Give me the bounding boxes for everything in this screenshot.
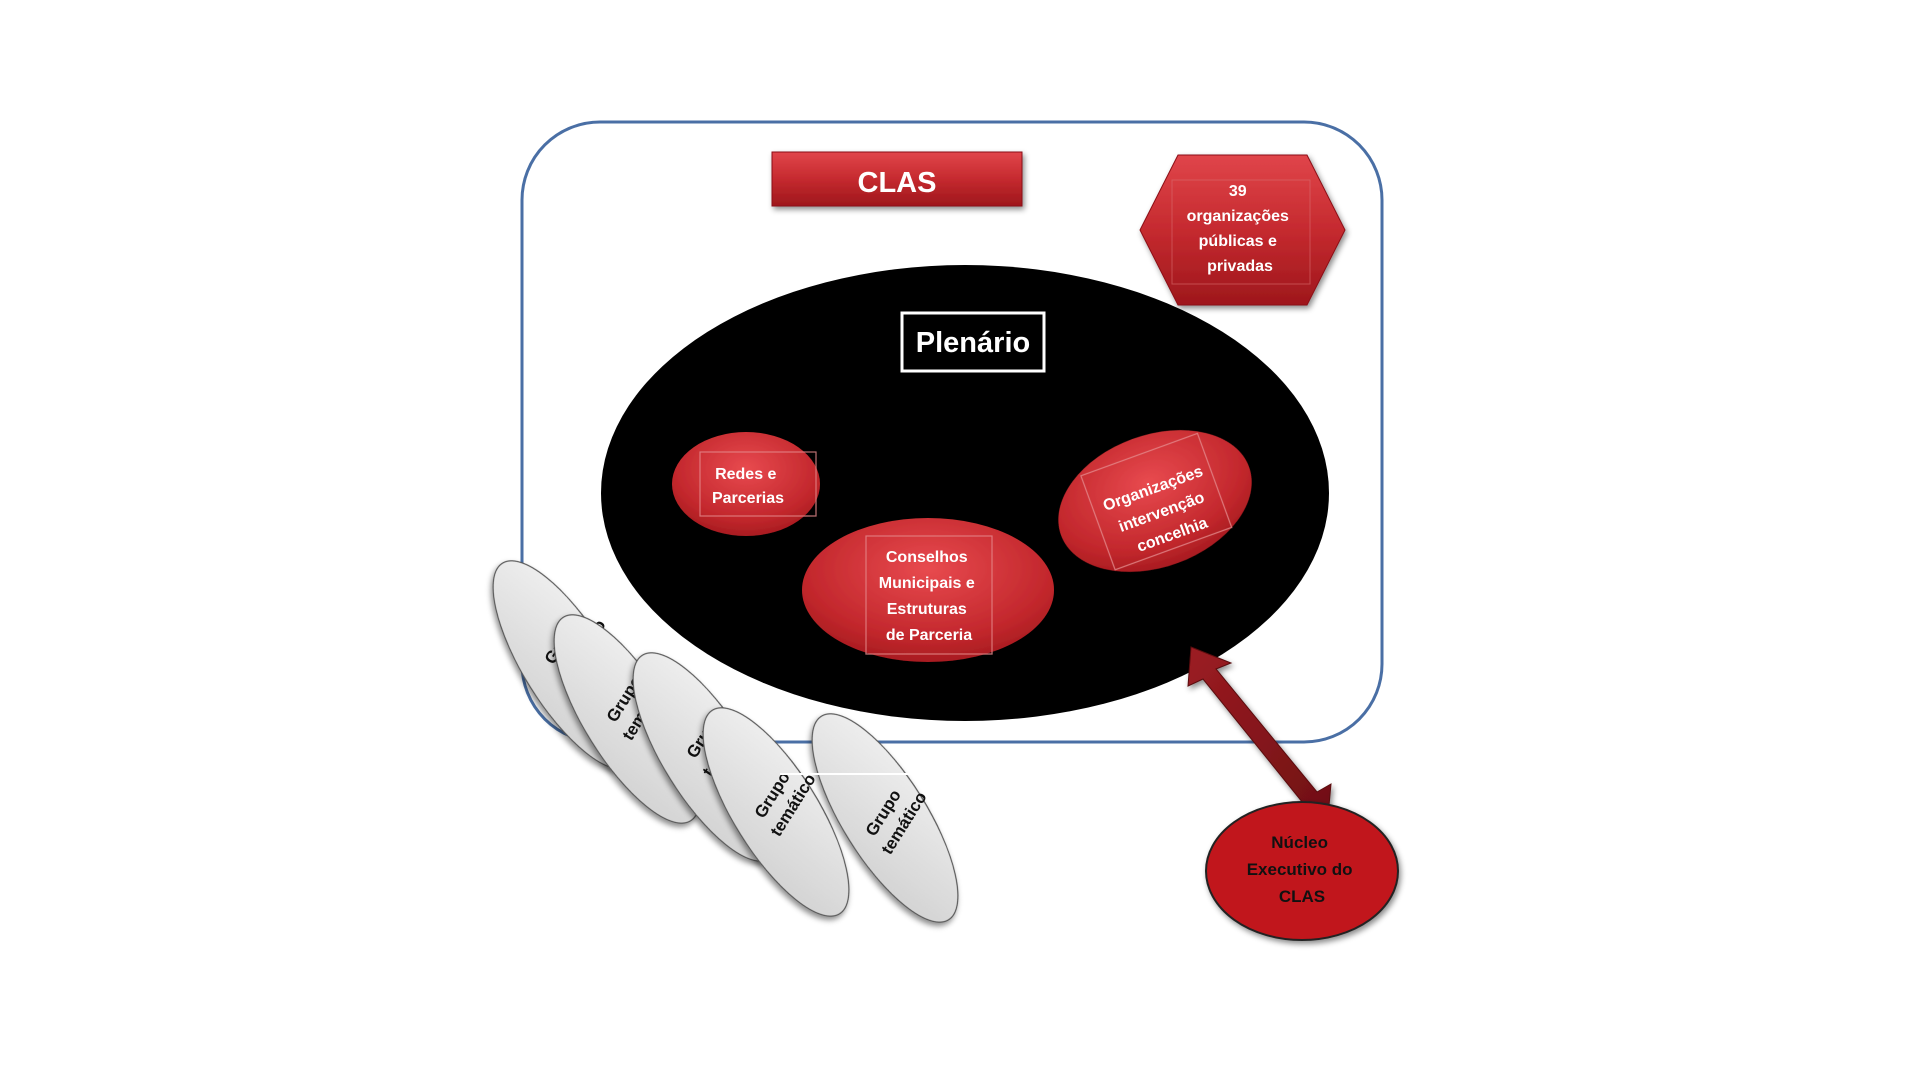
organizations-hexagon-label: 39 organizações públicas e privadas [1187, 183, 1294, 275]
redes-parcerias-ellipse [672, 432, 820, 536]
nucleo-executivo-label: Núcleo Executivo do CLAS [1247, 833, 1358, 906]
organizacoes-intervencao-ellipse [1058, 430, 1252, 572]
organizations-hexagon [1139, 154, 1346, 306]
nucleo-executivo-ellipse [1205, 801, 1399, 941]
redes-parcerias-label: Redes e Parcerias [712, 466, 784, 507]
plenario-ellipse [601, 265, 1329, 721]
clas-title-box [771, 151, 1023, 207]
clas-title: CLAS [858, 167, 937, 199]
plenario-label-box [900, 311, 1046, 373]
conselhos-ellipse [802, 518, 1054, 662]
grupo-tematico-5 [811, 713, 959, 923]
plenario-label: Plenário [916, 327, 1030, 359]
conselhos-label: Conselhos Municipais e Estruturas de Par… [879, 549, 979, 644]
grupo-tematico-4 [702, 707, 850, 917]
